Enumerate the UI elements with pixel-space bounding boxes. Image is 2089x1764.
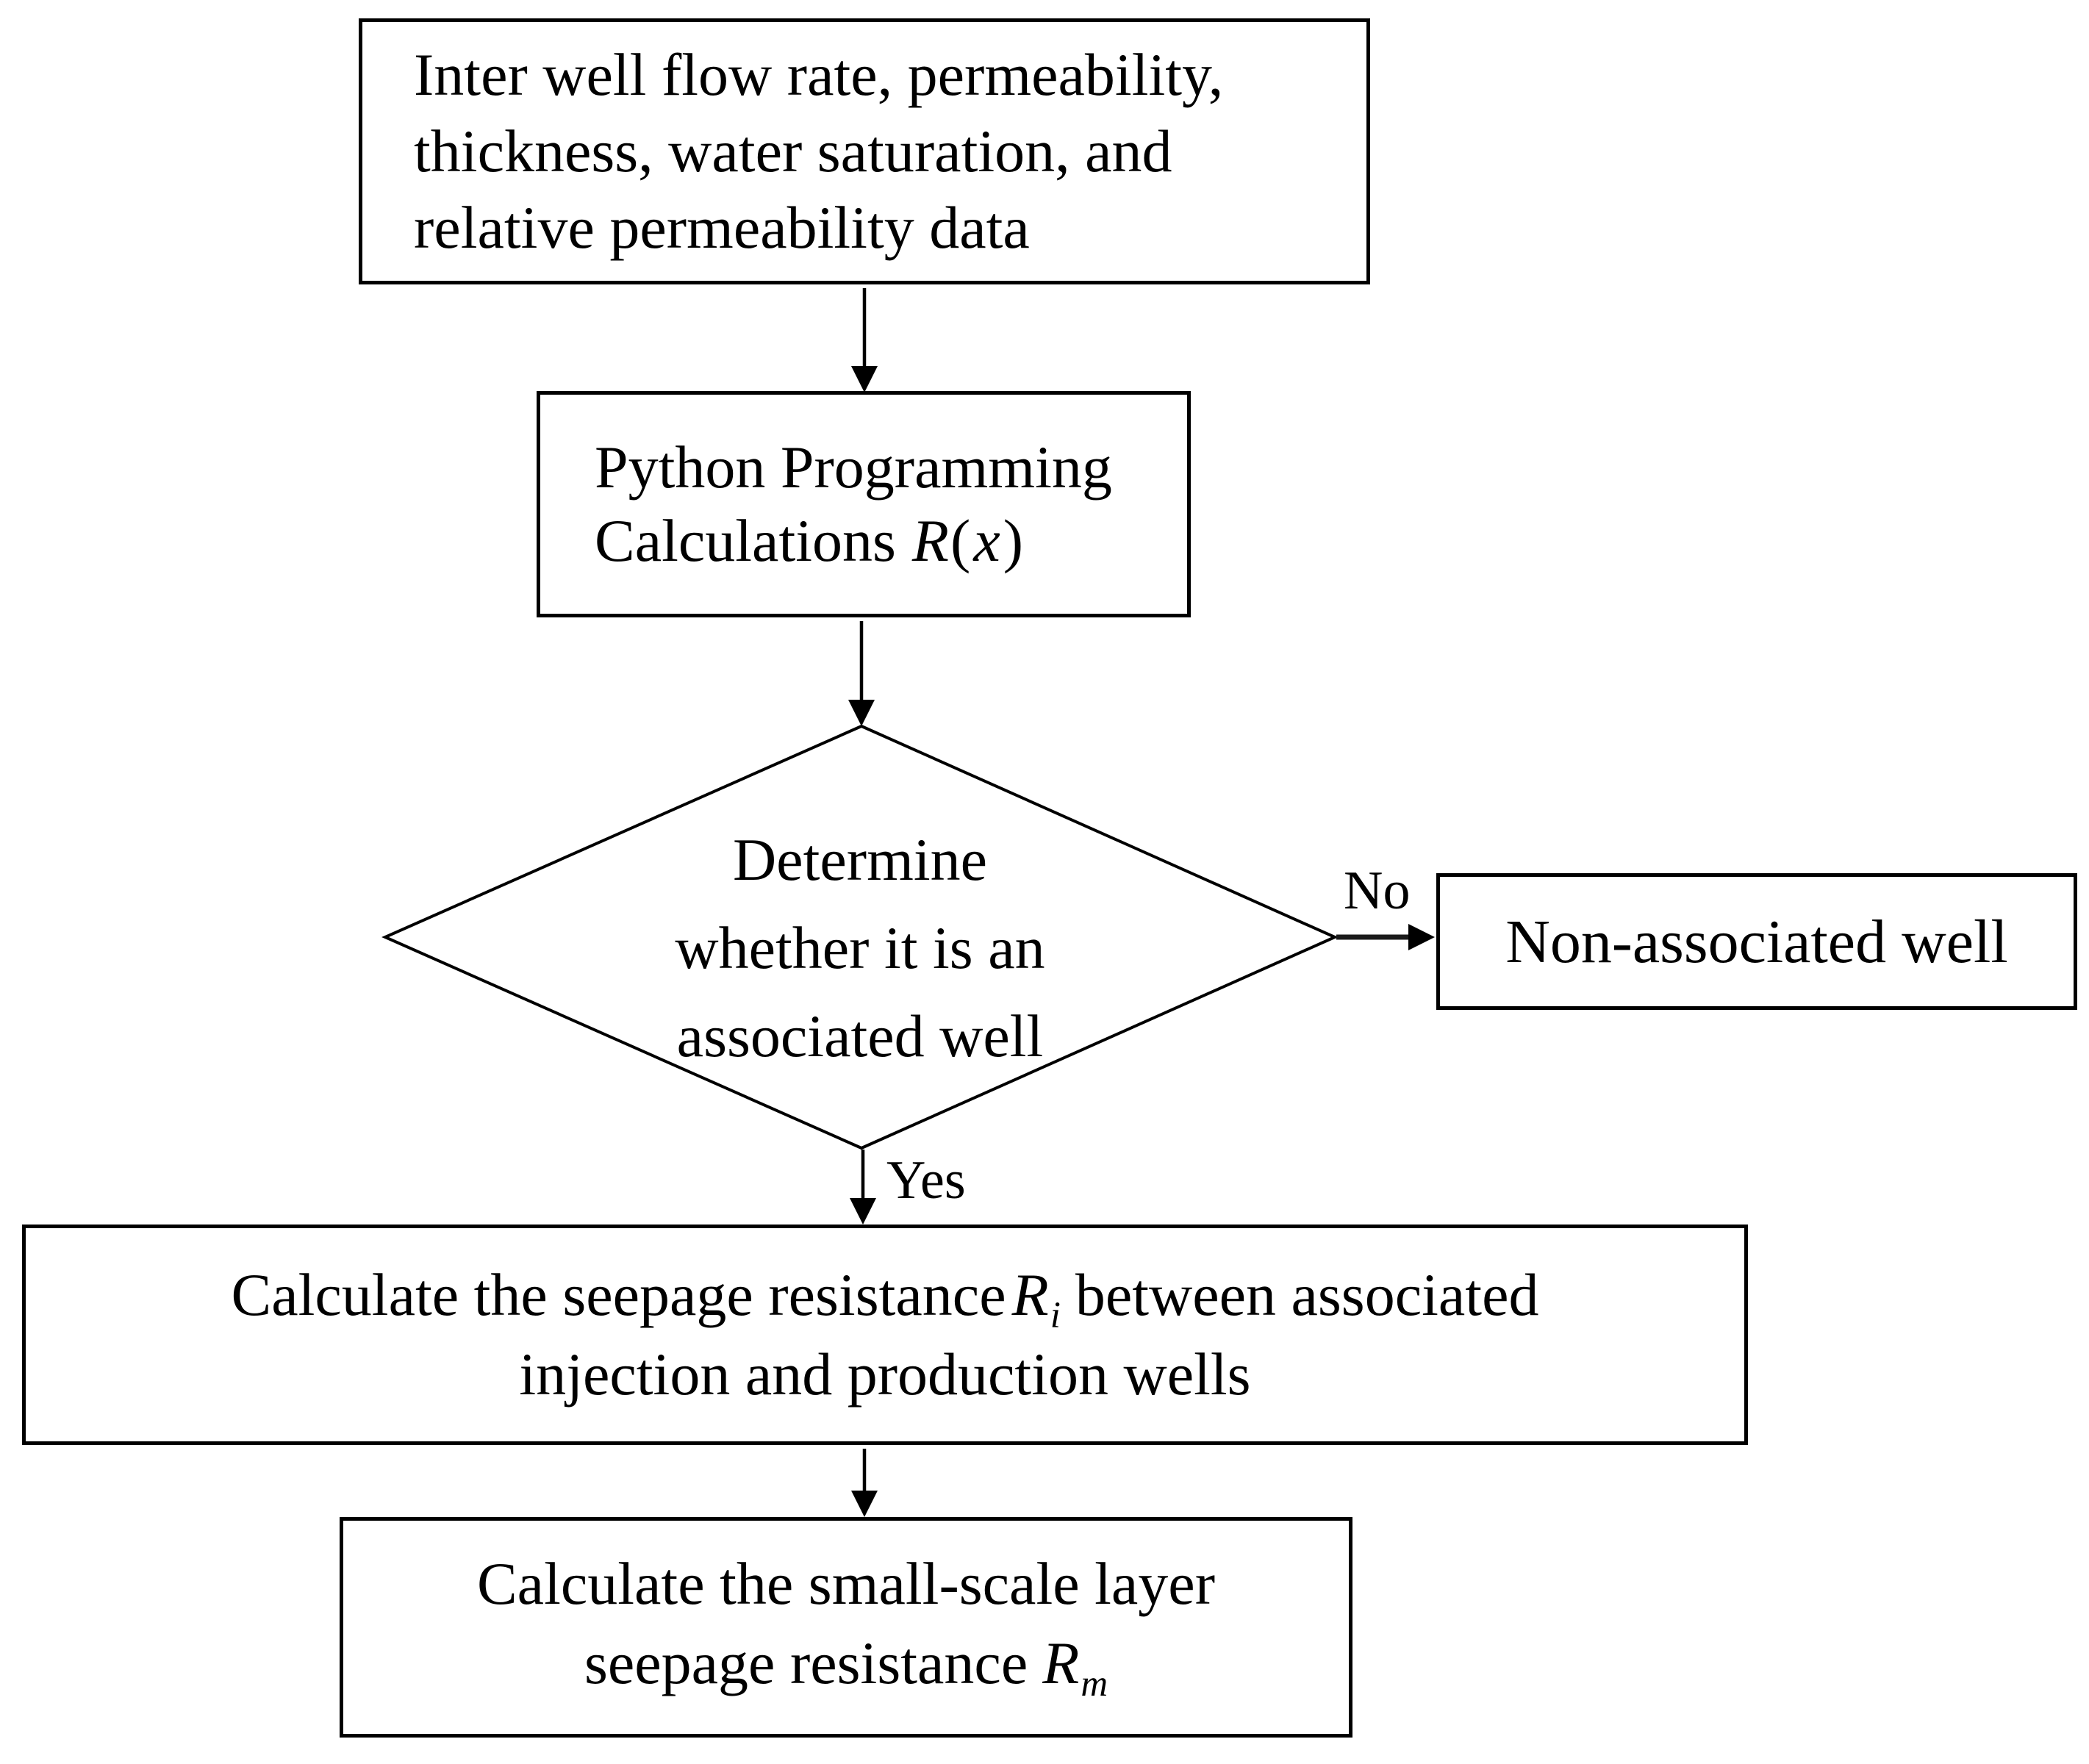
python-line-2-label: Calculations	[595, 507, 896, 574]
arrow-input-to-python	[851, 288, 878, 392]
formula-x-variable: x	[973, 507, 1000, 574]
input-data-line-1: Inter well flow rate, permeability,	[414, 41, 1224, 108]
python-line-1: Python Programming	[595, 434, 1112, 501]
formula-ri: Ri	[1011, 1261, 1061, 1335]
node-small-scale-resistance: Calculate the small-scale layer seepage …	[340, 1517, 1352, 1738]
arrow-decision-no-head-icon	[1408, 924, 1435, 950]
formula-rm: Rm	[1042, 1629, 1108, 1704]
edge-label-yes: Yes	[886, 1150, 966, 1211]
arrow-python-to-decision-head-icon	[848, 700, 875, 726]
formula-rm-symbol: R	[1042, 1629, 1080, 1696]
small-scale-line-1: Calculate the small-scale layer	[476, 1550, 1216, 1617]
arrow-decision-yes	[850, 1150, 876, 1225]
seepage-line-2: injection and production wells	[519, 1341, 1251, 1408]
node-input-data: Inter well flow rate, permeability, thic…	[359, 18, 1370, 284]
small-scale-line-2-before: seepage resistance	[584, 1629, 1028, 1696]
arrow-decision-no	[1336, 924, 1435, 950]
formula-r-symbol: R	[911, 507, 950, 574]
edge-label-no: No	[1344, 861, 1411, 921]
arrow-seepage-to-smallscale-head-icon	[851, 1491, 878, 1517]
formula-close-paren: )	[1003, 507, 1024, 574]
arrow-decision-yes-head-icon	[850, 1198, 876, 1225]
formula-ri-subscript: i	[1050, 1294, 1061, 1335]
decision-diamond-shape	[381, 724, 1339, 1150]
seepage-line-1-after: between associated	[1075, 1261, 1539, 1328]
input-data-line-3: relative permeability data	[414, 194, 1030, 261]
node-decision-text: Determine whether it is an associated we…	[385, 742, 1335, 1154]
non-associated-label: Non-associated well	[1505, 907, 2008, 976]
arrow-seepage-to-smallscale	[851, 1449, 878, 1517]
node-non-associated-well: Non-associated well	[1436, 873, 2077, 1010]
input-data-line-2: thickness, water saturation, and	[414, 118, 1172, 184]
decision-line-2: whether it is an	[675, 914, 1045, 981]
arrow-input-to-python-head-icon	[851, 366, 878, 392]
formula-rm-subscript: m	[1081, 1662, 1108, 1704]
arrow-python-to-decision	[848, 621, 875, 726]
formula-open-paren: (	[950, 507, 971, 574]
decision-line-1: Determine	[732, 826, 988, 893]
decision-line-3: associated well	[676, 1003, 1044, 1069]
seepage-line-1-before: Calculate the seepage resistance	[231, 1261, 1006, 1328]
formula-ri-symbol: R	[1011, 1261, 1049, 1328]
